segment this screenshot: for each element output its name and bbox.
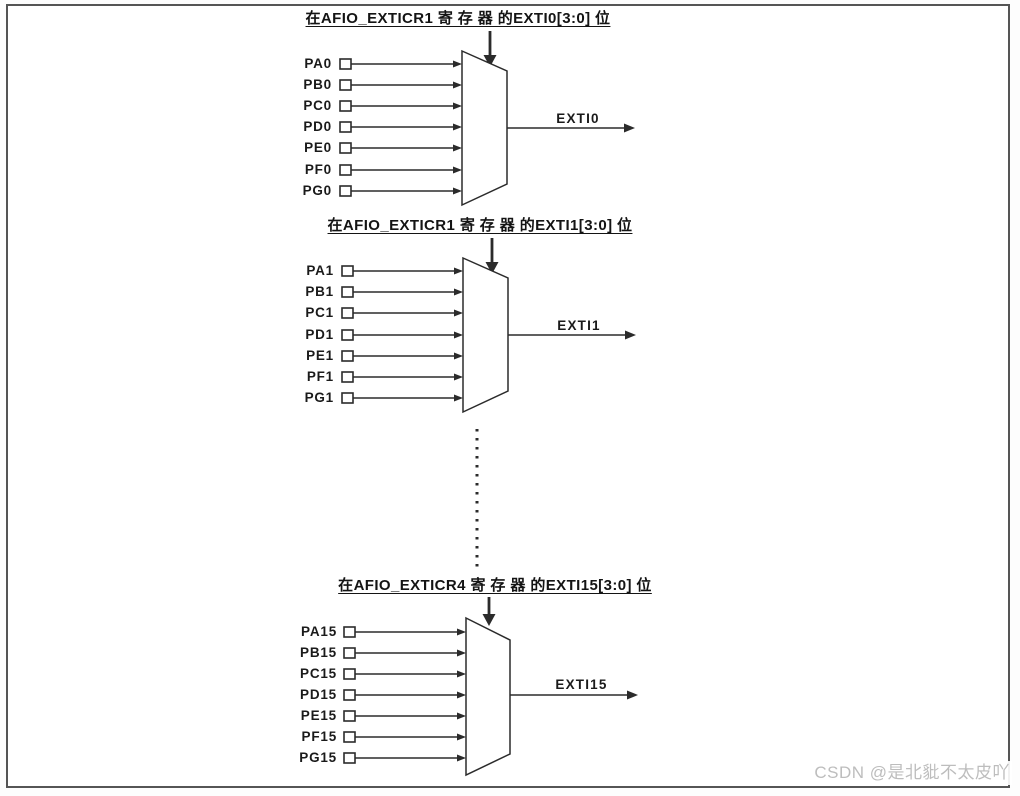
input-pins-and-arrows (343, 626, 466, 764)
pin-label-pg1: PG1 (304, 390, 334, 405)
pin-label-pa15: PA15 (301, 624, 337, 639)
output-arrow-icon (508, 330, 636, 340)
mux-trapezoid (461, 49, 508, 207)
pin-label-pc0: PC0 (303, 98, 332, 113)
output-arrow-icon (507, 123, 635, 133)
pin-label-pf1: PF1 (306, 369, 334, 384)
mux-section-exti1 (341, 238, 636, 414)
output-label-exti0: EXTI0 (556, 111, 600, 126)
mux-trapezoid (462, 256, 509, 414)
pin-label-pc15: PC15 (300, 666, 337, 681)
pin-label-pg0: PG0 (302, 183, 332, 198)
pin-label-pa0: PA0 (304, 56, 332, 71)
input-pins-and-arrows (341, 265, 463, 404)
output-label-exti15: EXTI15 (555, 677, 608, 692)
section-title-exticr1-exti0: 在AFIO_EXTICR1 寄 存 器 的EXTI0[3:0] 位 (305, 10, 611, 27)
pin-label-pd0: PD0 (303, 119, 332, 134)
pin-label-pg15: PG15 (299, 750, 337, 765)
input-pins-and-arrows (339, 58, 462, 197)
control-arrow-icon (485, 238, 499, 274)
control-arrow-icon (483, 31, 497, 67)
pin-label-pb15: PB15 (300, 645, 337, 660)
section-title-exticr1-exti1: 在AFIO_EXTICR1 寄 存 器 的EXTI1[3:0] 位 (327, 217, 633, 234)
pin-label-pf0: PF0 (304, 162, 332, 177)
mux-trapezoid (465, 616, 511, 777)
section-title-exticr4-exti15: 在AFIO_EXTICR4 寄 存 器 的EXTI15[3:0] 位 (338, 577, 652, 594)
pin-label-pc1: PC1 (305, 305, 334, 320)
pin-label-pe0: PE0 (304, 140, 332, 155)
output-label-exti1: EXTI1 (557, 318, 601, 333)
pin-label-pd15: PD15 (300, 687, 337, 702)
output-arrow-icon (510, 690, 638, 700)
pin-label-pe1: PE1 (306, 348, 334, 363)
pin-label-pb1: PB1 (305, 284, 334, 299)
csdn-watermark: CSDN @是北豼不太皮吖 (806, 761, 1012, 785)
pin-label-pd1: PD1 (305, 327, 334, 342)
pin-label-pa1: PA1 (306, 263, 334, 278)
pin-label-pf15: PF15 (301, 729, 337, 744)
pin-label-pe15: PE15 (300, 708, 337, 723)
pin-label-pb0: PB0 (303, 77, 332, 92)
mux-section-exti0 (339, 31, 635, 207)
control-arrow-icon (482, 597, 496, 626)
mux-section-exti15 (343, 597, 638, 777)
